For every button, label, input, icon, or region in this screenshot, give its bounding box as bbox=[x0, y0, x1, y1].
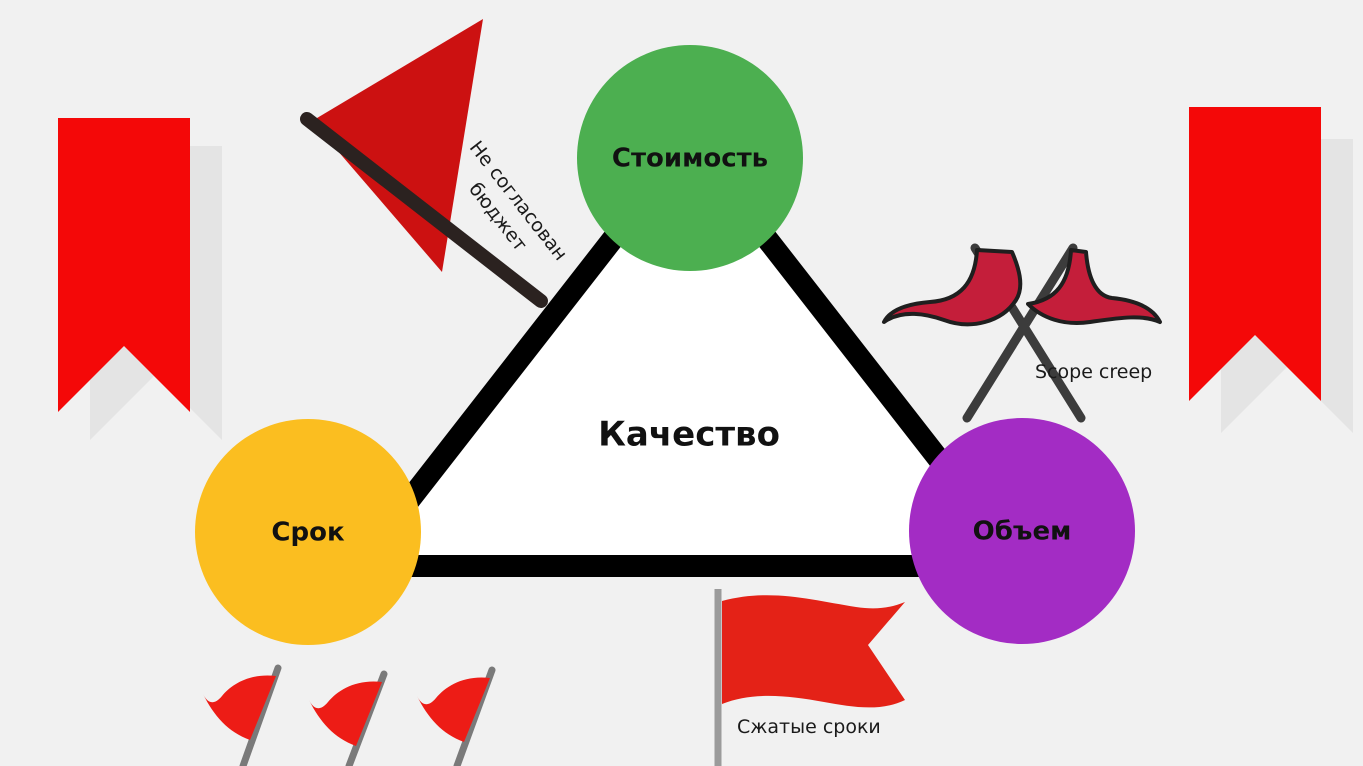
node-cost[interactable]: Стоимость bbox=[577, 45, 803, 271]
banner-left-body bbox=[58, 118, 190, 412]
crossed-flag-cloth-left bbox=[882, 248, 1023, 327]
pennant-1 bbox=[203, 664, 282, 766]
triangle-shape bbox=[335, 122, 1045, 577]
flag-deadlines-cloth bbox=[722, 595, 905, 708]
pennant-1-cloth bbox=[203, 675, 276, 740]
flags-scope-creep: Scope creep bbox=[882, 243, 1162, 423]
banner-right-body bbox=[1189, 107, 1321, 401]
annotation-scope-creep: Scope creep bbox=[1035, 361, 1152, 383]
flag-budget-cloth bbox=[312, 19, 483, 272]
node-time-label: Срок bbox=[271, 518, 345, 548]
crossed-flag-cloth-right bbox=[1026, 248, 1162, 325]
node-cost-label: Стоимость bbox=[612, 144, 768, 174]
pennant-2 bbox=[309, 670, 388, 766]
crossed-flag-pole-right bbox=[962, 243, 1078, 423]
node-time-circle[interactable] bbox=[195, 419, 421, 645]
pennant-3 bbox=[417, 666, 496, 766]
flag-deadlines: Сжатые сроки bbox=[714, 589, 905, 766]
node-scope-circle[interactable] bbox=[909, 418, 1135, 644]
node-scope[interactable]: Объем bbox=[909, 418, 1135, 644]
node-time[interactable]: Срок bbox=[195, 419, 421, 645]
node-scope-label: Объем bbox=[973, 517, 1072, 547]
annotation-deadlines: Сжатые сроки bbox=[737, 716, 881, 738]
node-cost-circle[interactable] bbox=[577, 45, 803, 271]
pennant-2-cloth bbox=[309, 681, 382, 746]
pennant-group bbox=[203, 664, 496, 766]
flag-budget-pole bbox=[300, 112, 548, 308]
flag-budget: Не согласован бюджет bbox=[300, 19, 572, 308]
center-label: Качество bbox=[598, 415, 780, 455]
pennant-3-cloth bbox=[417, 677, 490, 742]
banner-right bbox=[1189, 107, 1353, 433]
banner-left bbox=[58, 118, 222, 440]
